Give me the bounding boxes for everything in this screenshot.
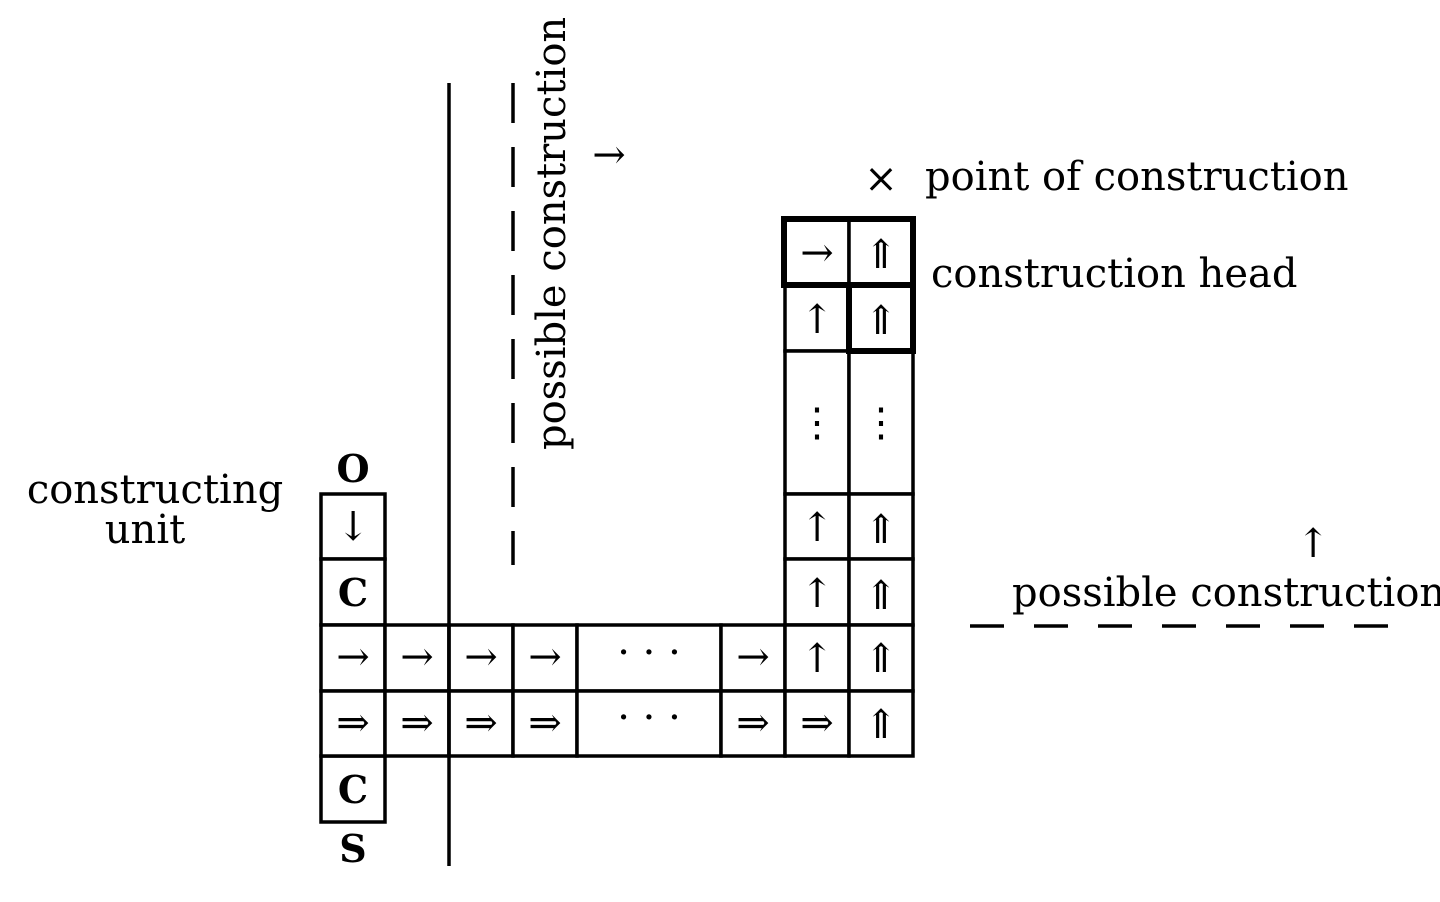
- col-left-cell: [783, 689, 851, 758]
- right-arrow: →: [528, 634, 562, 680]
- right-arrow: →: [736, 634, 770, 680]
- up-arrow: ↑: [800, 636, 834, 682]
- col-right-cell: [847, 689, 915, 758]
- double-up-arrow: ⇑: [864, 573, 898, 619]
- col-right-cell: [847, 623, 915, 693]
- vertical-columns: [783, 217, 915, 758]
- up-arrow: ↑: [1296, 521, 1330, 567]
- row2-cell: [719, 689, 787, 758]
- unit-down-arrow: ↓: [336, 504, 370, 550]
- unit-c-top: C: [338, 570, 368, 615]
- construction-head-border-lower: [846, 282, 916, 354]
- up-arrow: ↑: [800, 571, 834, 617]
- up-arrow: ↑: [800, 505, 834, 551]
- cross-icon: ×: [864, 156, 898, 202]
- horizontal-ellipsis: · · ·: [617, 630, 681, 676]
- double-right-arrow: ⇒: [336, 700, 370, 746]
- col-left-cell: [783, 492, 851, 561]
- double-right-arrow: ⇒: [400, 700, 434, 746]
- row2-ellipsis-cell: [575, 689, 723, 758]
- col-right-cell: [847, 492, 915, 561]
- constructing-unit-label-line1: constructing: [27, 467, 283, 513]
- right-arrow: →: [800, 230, 834, 276]
- right-arrow: →: [464, 634, 498, 680]
- col-left-ellipsis-cell: [783, 349, 851, 496]
- point-of-construction-label: point of construction: [925, 154, 1348, 200]
- double-up-arrow: ⇑: [864, 702, 898, 748]
- possible-construction-vertical-label: possible construction: [529, 17, 575, 450]
- row2-cell: [511, 689, 579, 758]
- double-up-arrow: ⇑: [864, 507, 898, 553]
- right-arrow: →: [400, 634, 434, 680]
- row1-ellipsis-cell: [575, 623, 723, 693]
- constructing-unit-label-line2: unit: [105, 507, 185, 553]
- right-arrow: →: [336, 634, 370, 680]
- row2-cell: [319, 689, 387, 758]
- double-up-arrow: ⇑: [864, 636, 898, 682]
- vertical-ellipsis: ⋮: [861, 400, 901, 446]
- double-right-arrow: ⇒: [464, 700, 498, 746]
- double-up-arrow: ⇑: [864, 232, 898, 278]
- construction-head-label: construction head: [931, 251, 1297, 297]
- col-left-cell: [783, 283, 851, 353]
- row2-cell: [383, 689, 451, 758]
- col-left-cell: [783, 623, 851, 693]
- right-arrow: →: [592, 132, 626, 178]
- up-arrow: ↑: [800, 297, 834, 343]
- possible-construction-horizontal-label: possible construction: [1012, 570, 1440, 616]
- double-right-arrow: ⇒: [736, 700, 770, 746]
- unit-c-bottom: C: [338, 767, 368, 812]
- horizontal-ellipsis: · · ·: [617, 695, 681, 741]
- top-o-label: O: [336, 446, 369, 491]
- double-right-arrow: ⇒: [800, 700, 834, 746]
- double-arrow-row: [319, 689, 787, 758]
- col-right-cell: [847, 557, 915, 627]
- arrow-row: [319, 623, 787, 693]
- double-right-arrow: ⇒: [528, 700, 562, 746]
- bottom-s-label: S: [339, 826, 366, 871]
- double-up-arrow: ⇑: [864, 298, 898, 344]
- vertical-ellipsis: ⋮: [797, 400, 837, 446]
